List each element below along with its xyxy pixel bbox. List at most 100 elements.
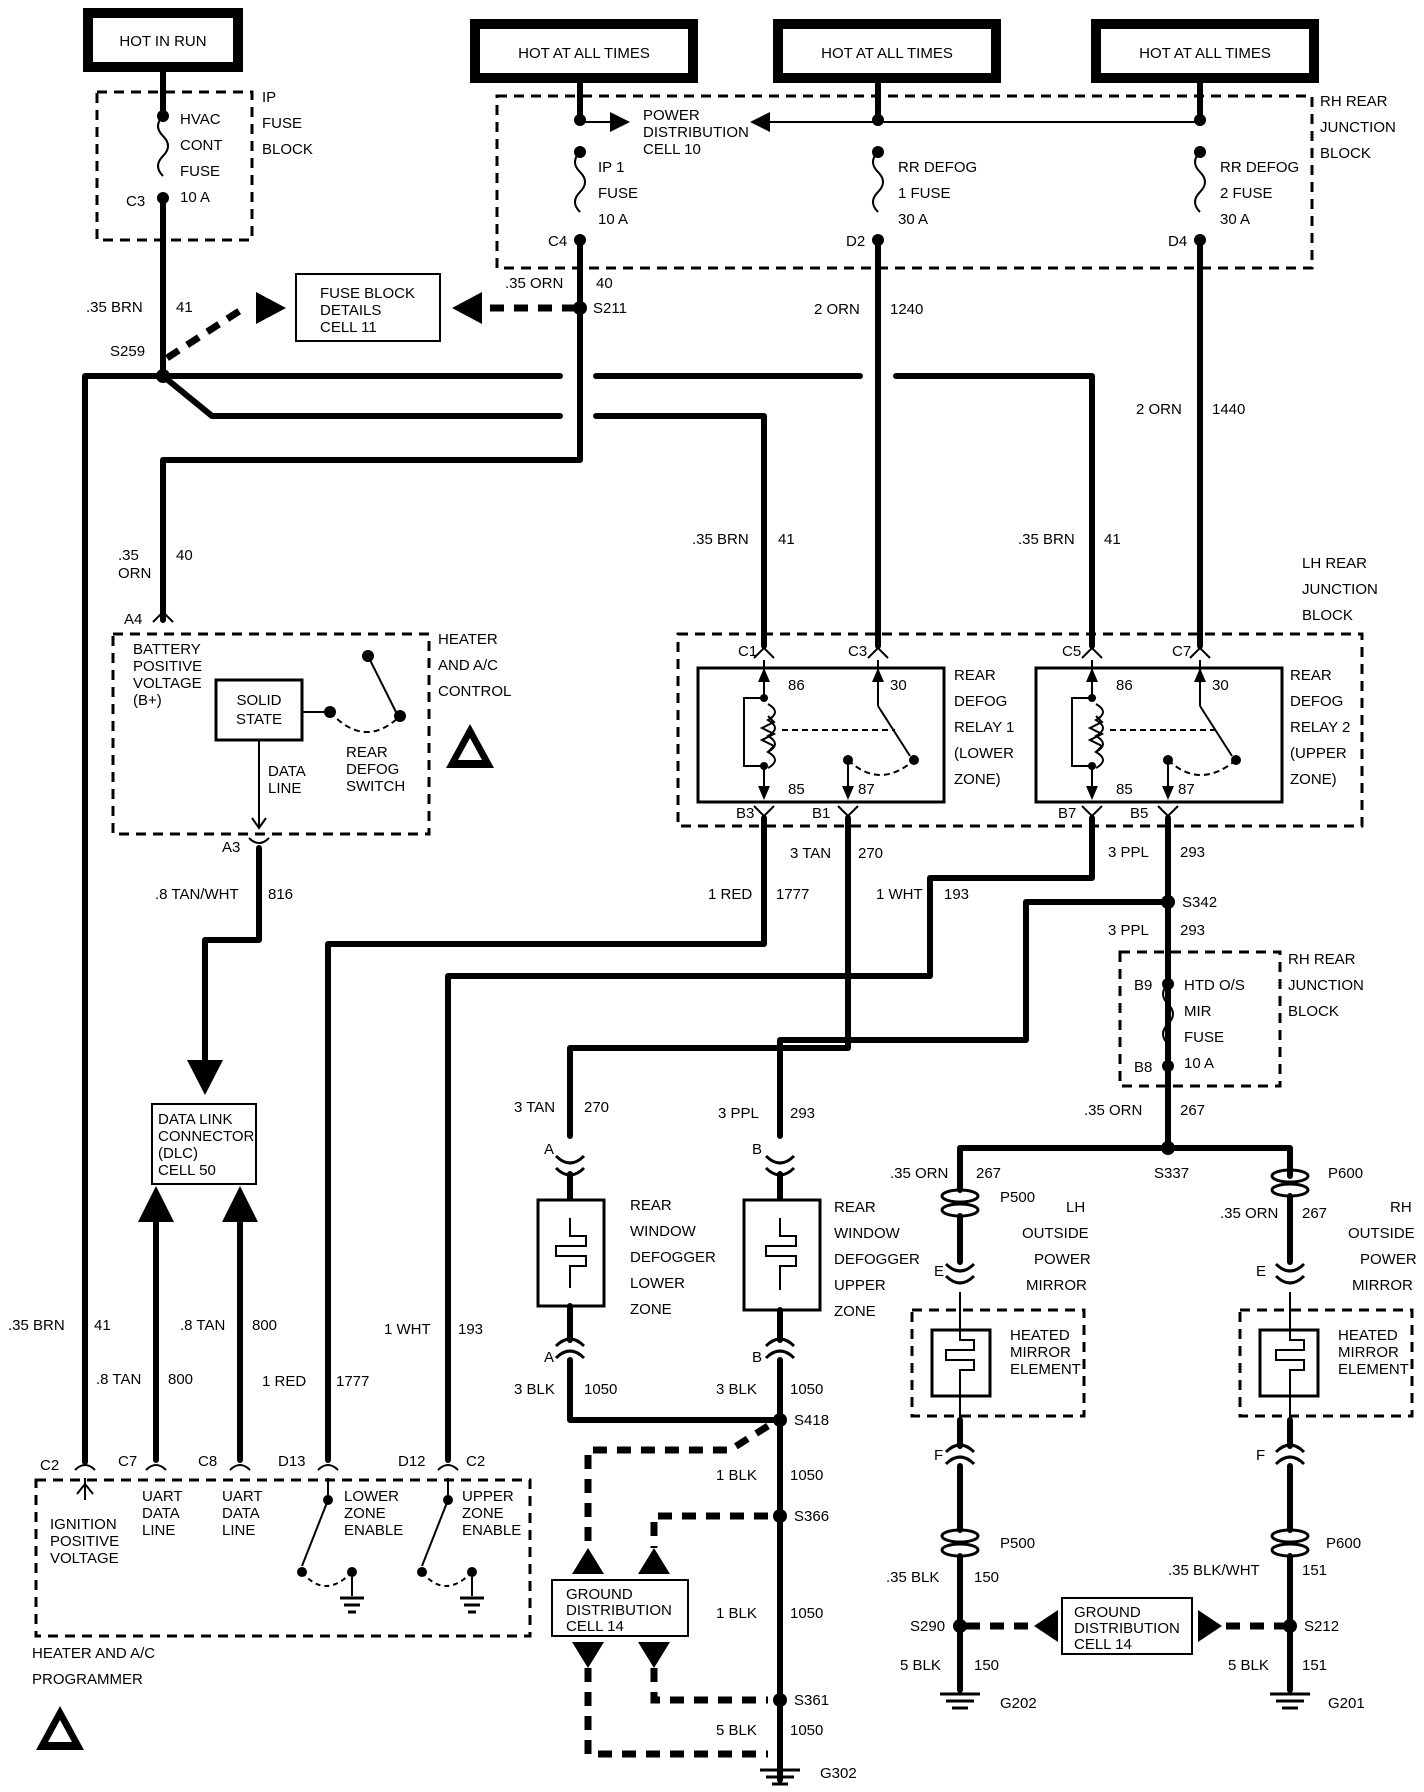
brn41-top-wire-num: 41 xyxy=(176,299,193,316)
relay2-label-2: DEFOG xyxy=(1290,693,1343,710)
blk1050a-label: 3 BLK xyxy=(514,1381,555,1398)
blk150b-num: 150 xyxy=(974,1657,999,1674)
rh-rear-jb-mid-label-2: JUNCTION xyxy=(1288,977,1364,994)
hvac-fuse-label-2: CONT xyxy=(180,137,223,154)
ground-arrow-up-1 xyxy=(572,1548,604,1574)
blk1050c-num: 1050 xyxy=(790,1467,823,1484)
rh-rear-junction-block-top: POWER DISTRIBUTION CELL 10 IP 1 FUSE 10 … xyxy=(495,75,1396,270)
heater-ac-programmer: C2 C7 C8 D13 D12 C2 IGNITION POSITIVE VO… xyxy=(32,1453,532,1750)
ip1-fuse-label-3: 10 A xyxy=(598,211,628,228)
defogger-lower-2: WINDOW xyxy=(630,1223,697,1240)
ign-label-3: VOLTAGE xyxy=(50,1550,119,1567)
solid-state-label-1: SOLID xyxy=(236,692,281,709)
lh-rear-jb-label-2: JUNCTION xyxy=(1302,581,1378,598)
lh-rear-jb-label-3: BLOCK xyxy=(1302,607,1353,624)
hot-at-all-times-label-1: HOT AT ALL TIMES xyxy=(518,45,650,62)
rh-rear-jb-top-label-2: JUNCTION xyxy=(1320,119,1396,136)
wire-1050-lower xyxy=(567,1357,783,1423)
b7-conn-label: B7 xyxy=(1058,805,1076,822)
dlc-label-2: CONNECTOR xyxy=(158,1128,255,1145)
arrow-up-to-dlc-1 xyxy=(138,1186,174,1222)
ground-distribution-box-left: GROUND DISTRIBUTION CELL 14 xyxy=(551,1579,689,1637)
blk151-num: 151 xyxy=(1302,1657,1327,1674)
mirror-rh-1: RH xyxy=(1390,1199,1412,1216)
arrow-right-from-s211 xyxy=(452,292,482,324)
relay2-pin-86: 86 xyxy=(1116,677,1133,694)
lh-heated-element-2: MIRROR xyxy=(1010,1344,1071,1361)
arrow-up-to-dlc-2 xyxy=(222,1186,258,1222)
mirror-lh-1: LH xyxy=(1066,1199,1085,1216)
s290-arrow xyxy=(1034,1610,1058,1642)
rear-window-defogger-upper: REAR WINDOW DEFOGGER UPPER ZONE xyxy=(742,1198,920,1320)
relay2-pin-30: 30 xyxy=(1212,677,1229,694)
d4-pin-label: D4 xyxy=(1168,233,1187,250)
g302-label: G302 xyxy=(820,1765,857,1782)
wire-41-left-to-programmer xyxy=(82,373,166,1465)
defogger-lower-5: ZONE xyxy=(630,1301,672,1318)
prog-pin-d12: D12 xyxy=(398,1453,426,1470)
s418-label: S418 xyxy=(794,1412,829,1429)
dlc-box: DATA LINK CONNECTOR (DLC) CELL 50 xyxy=(151,1103,257,1185)
relay1-label-3: RELAY 1 xyxy=(954,719,1014,736)
rear-defog-switch-3: SWITCH xyxy=(346,778,405,795)
upper-zone-3: ENABLE xyxy=(462,1522,521,1539)
ground-dist-left-1: GROUND xyxy=(566,1586,633,1603)
blk1050a-num: 1050 xyxy=(584,1381,617,1398)
ip-fuse-block: IP FUSE BLOCK HVAC CONT FUSE 10 A C3 xyxy=(95,64,313,243)
ppl293-num: 293 xyxy=(1180,844,1205,861)
uart2-label-3: LINE xyxy=(222,1522,255,1539)
blk1050e-label: 5 BLK xyxy=(716,1722,757,1739)
rr2-fuse-label-1: RR DEFOG xyxy=(1220,159,1299,176)
orn267-label: .35 ORN xyxy=(1084,1102,1142,1119)
mirror-rh-4: MIRROR xyxy=(1352,1277,1413,1294)
hot-in-run-label: HOT IN RUN xyxy=(119,33,206,50)
ground-dist-left-3: CELL 14 xyxy=(566,1618,624,1635)
rr1-fuse-label-3: 30 A xyxy=(898,211,928,228)
orn267r-label: .35 ORN xyxy=(1220,1205,1278,1222)
lower-zone-1: LOWER xyxy=(344,1488,399,1505)
blk151-label: 5 BLK xyxy=(1228,1657,1269,1674)
rh-rear-jb-mid-label-3: BLOCK xyxy=(1288,1003,1339,1020)
ip-fuse-block-label-2: FUSE xyxy=(262,115,302,132)
s366-label: S366 xyxy=(794,1508,829,1525)
orn40-top-wire-num: 40 xyxy=(596,275,613,292)
blk1050d-num: 1050 xyxy=(790,1605,823,1622)
programmer-label-1: HEATER AND A/C xyxy=(32,1645,155,1662)
red1777-num: 1777 xyxy=(776,886,809,903)
blk1050d-label: 1 BLK xyxy=(716,1605,757,1622)
ground-dash-3 xyxy=(650,1668,768,1704)
p600-label-bottom: P600 xyxy=(1326,1535,1361,1552)
blkwht151-label: .35 BLK/WHT xyxy=(1168,1562,1260,1579)
relay2-label-1: REAR xyxy=(1290,667,1332,684)
tan800a-num: 800 xyxy=(168,1371,193,1388)
defogger-lower-4: LOWER xyxy=(630,1275,685,1292)
programmer-label-2: PROGRAMMER xyxy=(32,1671,143,1688)
relay2-label-4: (UPPER xyxy=(1290,745,1347,762)
orn267l-label: .35 ORN xyxy=(890,1165,948,1182)
fuse-block-details-1: FUSE BLOCK xyxy=(320,285,415,302)
hot-in-run-box: HOT IN RUN xyxy=(83,8,243,72)
hot-at-all-times-label-3: HOT AT ALL TIMES xyxy=(1139,45,1271,62)
c5-conn-label: C5 xyxy=(1062,643,1081,660)
brn41-top-wire-label: .35 BRN xyxy=(86,299,143,316)
brn41-r2-num: 41 xyxy=(1104,531,1121,548)
blkwht151-num: 151 xyxy=(1302,1562,1327,1579)
mirror-rh-2: OUTSIDE xyxy=(1348,1225,1415,1242)
b3-conn-label: B3 xyxy=(736,805,754,822)
wire-41-lower-branch xyxy=(160,373,563,419)
conn-a-bottom: A xyxy=(544,1349,554,1366)
ppl293c-num: 293 xyxy=(790,1105,815,1122)
defogger-upper-3: DEFOGGER xyxy=(834,1251,920,1268)
tan270-label: 3 TAN xyxy=(790,845,831,862)
relay1-label-5: ZONE) xyxy=(954,771,1001,788)
bplus-label-3: VOLTAGE xyxy=(133,675,202,692)
blk150b-label: 5 BLK xyxy=(900,1657,941,1674)
rr1-fuse-label-2: 1 FUSE xyxy=(898,185,951,202)
relay1-label-2: DEFOG xyxy=(954,693,1007,710)
bplus-label-1: BATTERY xyxy=(133,641,201,658)
hvac-fuse-label-4: 10 A xyxy=(180,189,210,206)
lh-heated-mirror-element: HEATED MIRROR ELEMENT xyxy=(910,1292,1086,1420)
esd-warning-icon-bottom xyxy=(36,1706,84,1750)
defogger-upper-2: WINDOW xyxy=(834,1225,901,1242)
ground-arrow-down-1 xyxy=(572,1642,604,1668)
